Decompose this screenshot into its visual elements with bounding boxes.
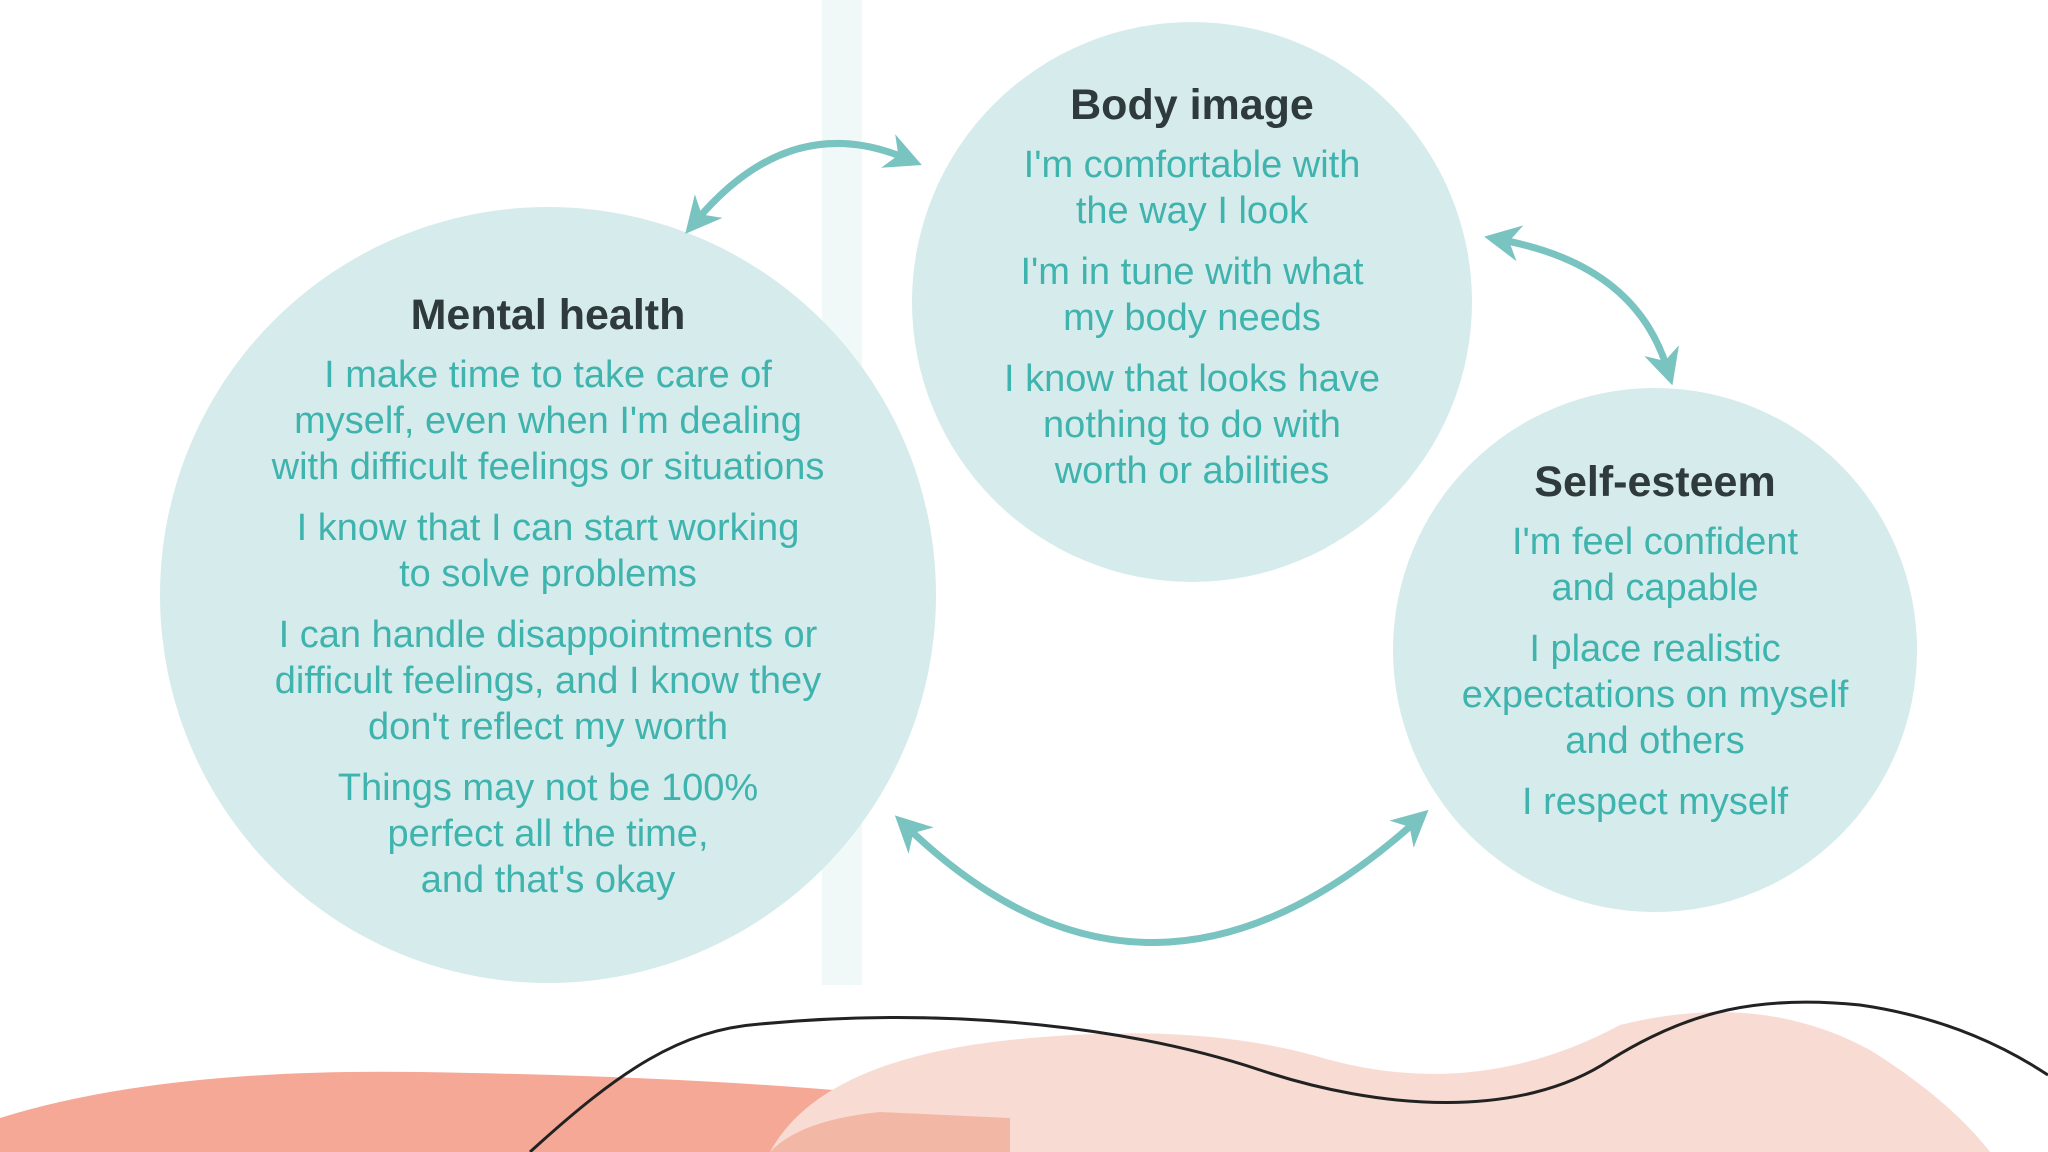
statement-line: to solve problems [399,553,697,595]
statement-line: I respect myself [1521,781,1789,823]
mental-health-statement: I make time to take care of myself, even… [228,352,868,490]
statement-line: I'm comfortable with [1023,144,1361,186]
body-image-title: Body image [1070,81,1314,129]
mental-health-statement: Things may not be 100% perfect all the t… [228,765,868,903]
self-esteem-circle [1393,388,1917,912]
statement-line: I place realistic [1529,628,1781,670]
coral-wave [0,1071,1010,1152]
coral-wave-overlap [770,1112,1010,1152]
body-image-circle [912,22,1472,582]
statement-line: and others [1565,720,1745,762]
self-esteem-statement: I respect myself [1420,779,1890,825]
statement-line: I'm in tune with what [1020,251,1364,293]
statement-line: difficult feelings, and I know they [274,660,822,702]
mental-health-statement: I can handle disappointments or difficul… [228,612,868,750]
statement-line: I can handle disappointments or [278,614,818,656]
arrow-mental-health-self-esteem [894,809,1429,946]
statement-line: I know that looks have [1004,358,1380,400]
mental-health-circle [160,207,936,983]
body-image-statement: I know that looks have nothing to do wit… [962,356,1422,494]
body-image-statement: I'm comfortable with the way I look [962,142,1422,234]
body-image-statement: I'm in tune with what my body needs [962,249,1422,341]
statement-line: I'm feel confident [1511,521,1799,563]
statement-line: Things may not be 100% [337,767,759,809]
statement-line: nothing to do with [1043,404,1341,446]
statement-line: and that's okay [420,859,676,901]
arrow-mental-health-body-image [685,134,922,234]
arrow-body-image-self-esteem [1484,225,1679,386]
mental-health-statement: I know that I can start working to solve… [228,505,868,597]
self-esteem-statement: I place realistic expectations on myself… [1420,626,1890,764]
statement-line: worth or abilities [1054,450,1330,492]
body-image-group: Body image I'm comfortable with the way … [962,80,1422,509]
statement-line: with difficult feelings or situations [271,446,825,488]
self-esteem-group: Self-esteem I'm feel confident and capab… [1420,457,1890,840]
statement-line: expectations on myself [1461,674,1849,716]
statement-line: I know that I can start working [296,507,800,549]
statement-line: I make time to take care of [324,354,772,396]
statement-line: don't reflect my worth [368,706,728,748]
mental-health-group: Mental health I make time to take care o… [228,290,868,918]
statement-line: perfect all the time, [387,813,709,855]
statement-line: and capable [1551,567,1759,609]
statement-line: the way I look [1075,190,1309,232]
self-esteem-statement: I'm feel confident and capable [1420,519,1890,611]
statement-line: myself, even when I'm dealing [294,400,802,442]
statement-line: my body needs [1063,297,1321,339]
self-esteem-title: Self-esteem [1534,458,1776,506]
peach-wave [770,1012,1990,1152]
wave-outline [528,1000,2048,1152]
mental-health-title: Mental health [410,291,686,339]
